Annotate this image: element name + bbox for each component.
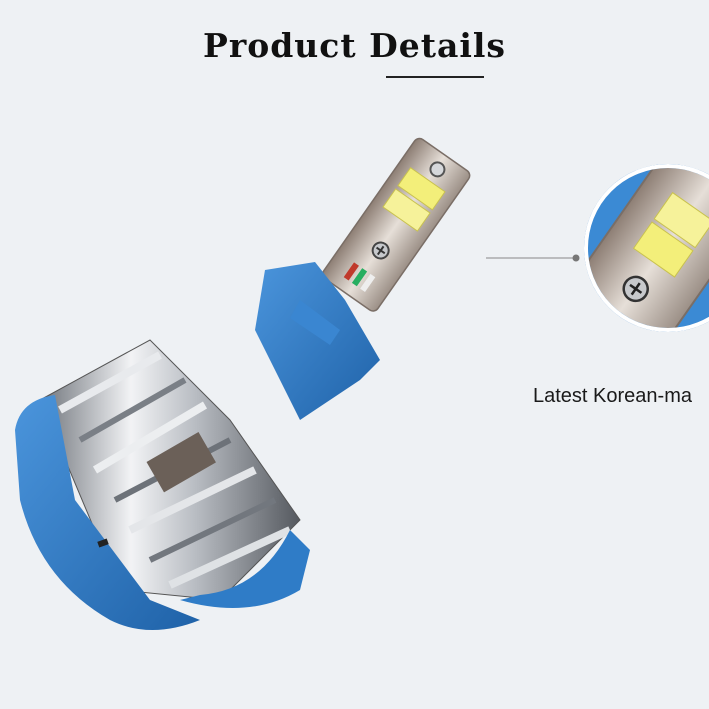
callout-dot	[572, 254, 580, 262]
page-title: Product Details	[203, 26, 506, 65]
title-underline	[386, 76, 484, 78]
led-board	[322, 137, 471, 312]
callout-caption: Latest Korean-ma	[533, 385, 692, 407]
heatsink-fins	[39, 339, 301, 601]
mounting-collar	[255, 262, 380, 420]
magnified-chip-icon	[584, 164, 709, 332]
base-ring	[15, 395, 310, 630]
